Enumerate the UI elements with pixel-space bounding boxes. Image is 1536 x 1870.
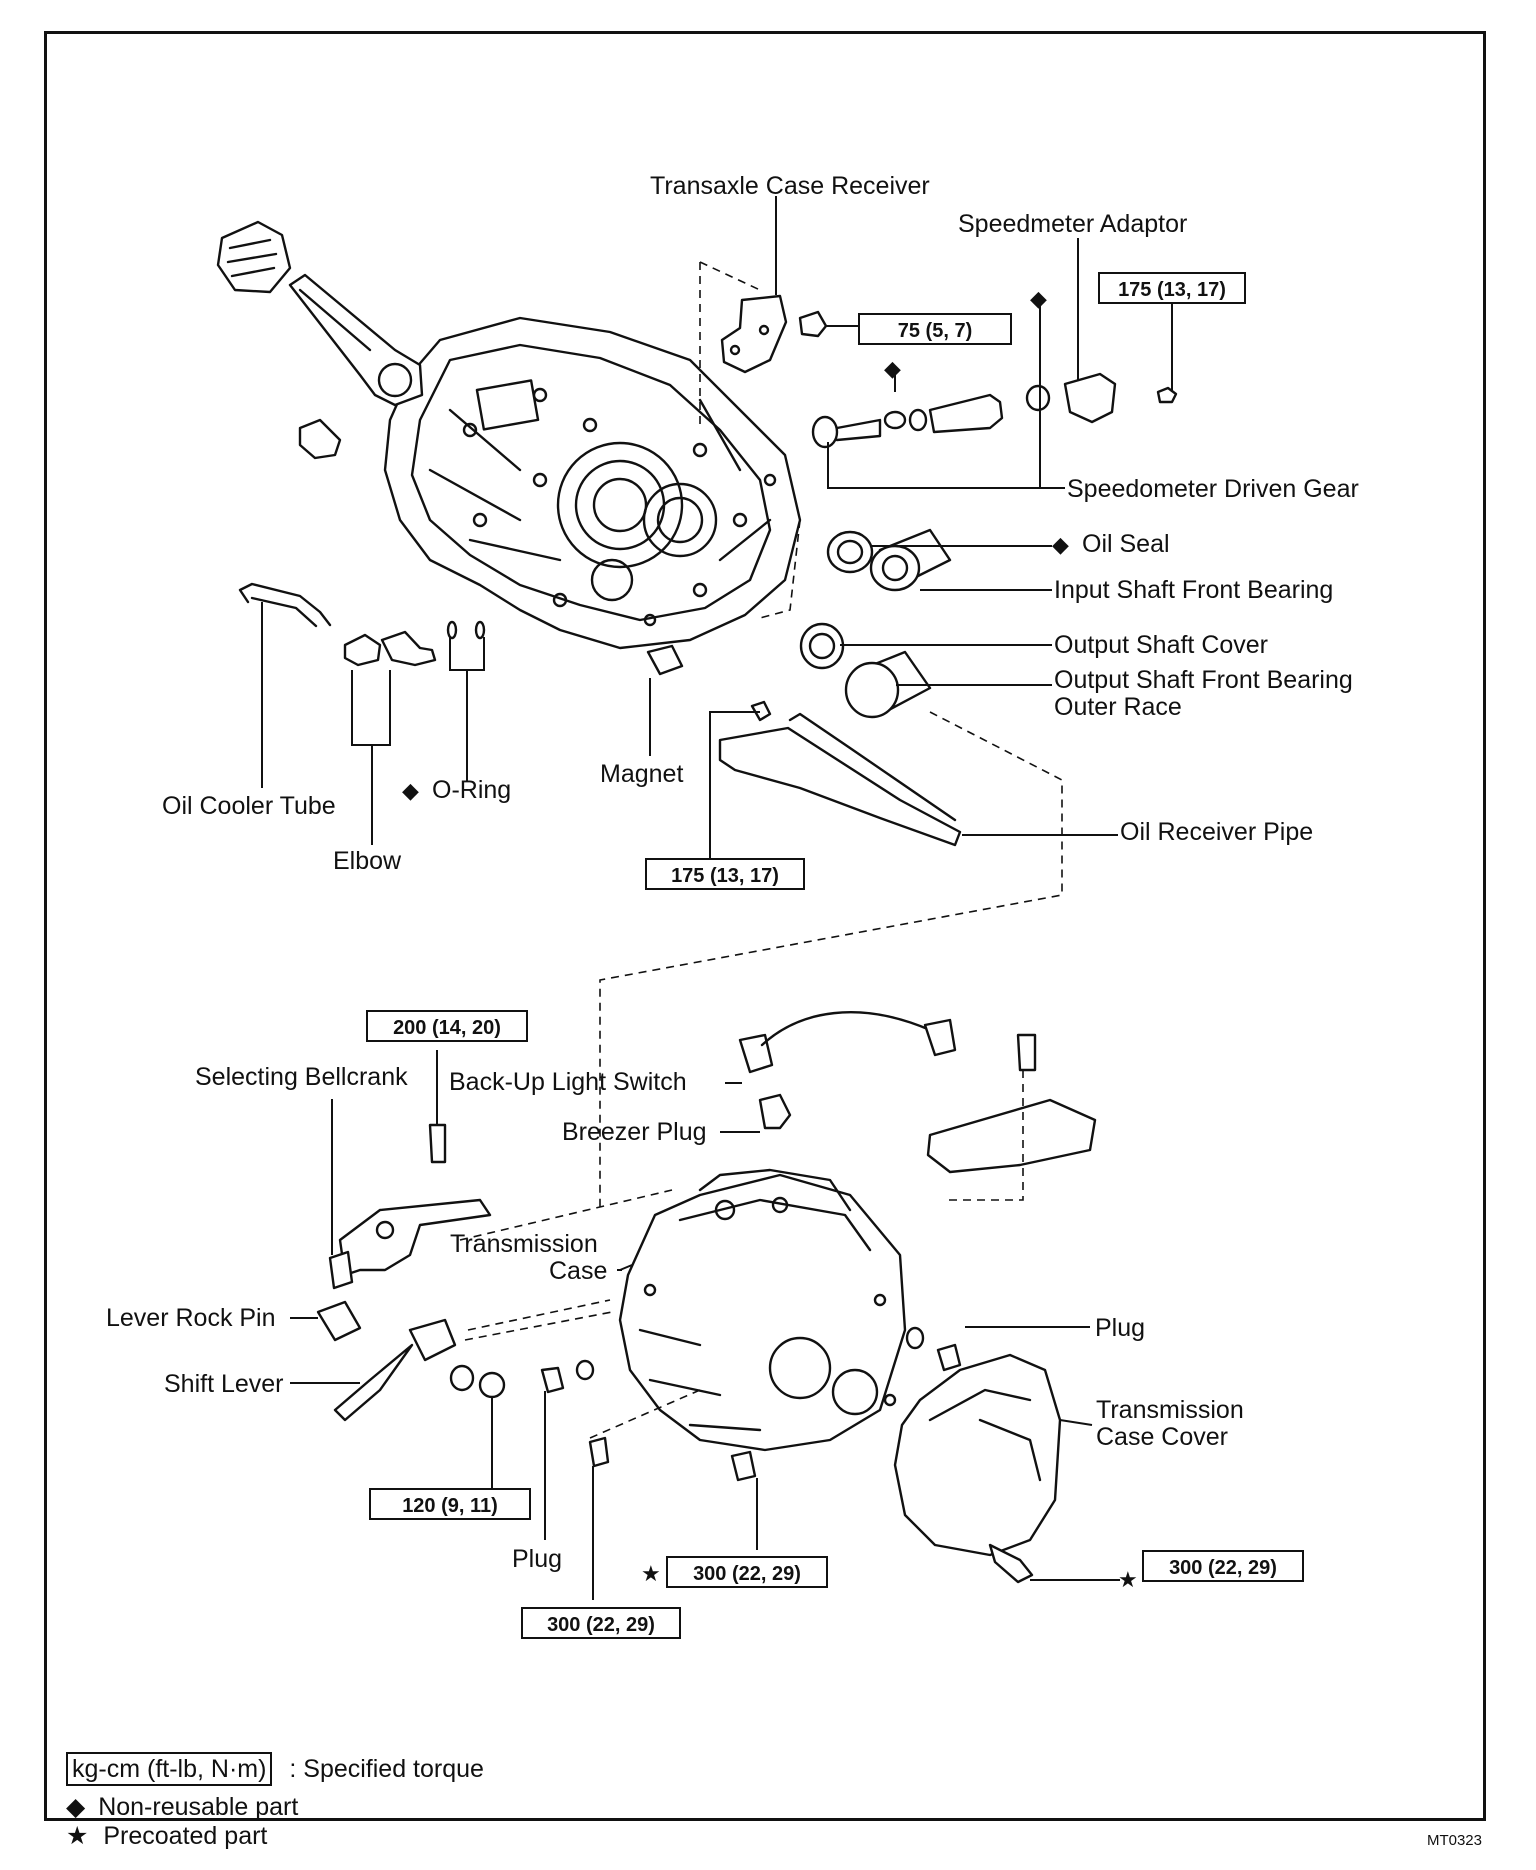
non-reusable-marker: ◆ — [1052, 532, 1069, 557]
leader-lines — [261, 196, 1173, 1600]
legend-non-reusable: ◆ Non-reusable part — [66, 1793, 298, 1821]
label-lever-rock-pin: Lever Rock Pin — [106, 1304, 276, 1332]
label-transmission-case-line2: Case — [549, 1257, 608, 1285]
label-o-ring: O-Ring — [432, 776, 512, 804]
legend-torque-desc: : Specified torque — [289, 1755, 484, 1783]
diagram-frame — [44, 31, 1486, 1821]
torque-shift-lever-nut: 120 (9, 11) — [369, 1488, 531, 1520]
torque-receiver-bolt: 75 (5, 7) — [858, 313, 1012, 345]
outer-race-drawing — [844, 650, 932, 719]
speedometer-parts-drawing — [811, 372, 1178, 449]
label-outer-race: Outer Race — [1054, 693, 1182, 721]
lever-rock-pin-drawing — [316, 1300, 362, 1342]
label-shift-lever: Shift Lever — [164, 1370, 284, 1398]
case-bolt-precoated-drawing — [730, 1450, 757, 1482]
precoated-marker: ★ — [641, 1561, 661, 1586]
figure-code: MT0323 — [1426, 1832, 1482, 1849]
transmission-case-drawing — [618, 1168, 907, 1452]
cover-bolt-drawing — [988, 1543, 1034, 1584]
legend-precoated: ★ Precoated part — [66, 1822, 267, 1850]
torque-case-bolt: 300 (22, 29) — [521, 1607, 681, 1639]
torque-case-bolt-precoated: 300 (22, 29) — [666, 1556, 828, 1588]
legend-precoated-symbol: ★ — [66, 1822, 89, 1850]
transaxle-case-receiver-drawing — [720, 294, 788, 374]
oil-cooler-tube-drawing — [238, 582, 332, 627]
case-bolt-drawing — [588, 1436, 610, 1468]
torque-adaptor-bolt: 175 (13, 17) — [1098, 272, 1246, 304]
bellcrank-bolt-drawing — [428, 1123, 447, 1164]
label-output-shaft-cover: Output Shaft Cover — [1054, 631, 1269, 659]
input-bearing-drawing — [869, 528, 952, 592]
plug-right-drawing — [936, 1343, 962, 1372]
magnet-drawing — [646, 644, 684, 676]
label-input-shaft-front-bearing: Input Shaft Front Bearing — [1054, 576, 1334, 604]
nut-drawing — [478, 1371, 506, 1399]
alignment-lines — [459, 261, 1063, 1439]
label-transaxle-case-receiver: Transaxle Case Receiver — [650, 172, 930, 200]
non-reusable-marker: ◆ — [402, 778, 419, 803]
label-speedometer-driven-gear: Speedometer Driven Gear — [1067, 475, 1359, 503]
legend-precoated-text: Precoated part — [103, 1822, 268, 1850]
back-up-light-switch-drawing — [738, 1011, 957, 1074]
label-transmission-case-cover-line2: Case Cover — [1096, 1423, 1228, 1451]
label-plug-bottom: Plug — [512, 1545, 563, 1573]
label-transmission-case-cover-line1: Transmission — [1096, 1396, 1244, 1424]
selecting-bellcrank-drawing — [328, 1198, 492, 1290]
shift-lever-drawing — [333, 1318, 457, 1422]
label-oil-seal: Oil Seal — [1082, 530, 1170, 558]
oil-seal-drawing — [826, 530, 874, 574]
label-oil-cooler-tube: Oil Cooler Tube — [162, 792, 336, 820]
non-reusable-marker: ◆ — [1030, 286, 1047, 311]
top-bolt-drawing — [1016, 1033, 1037, 1072]
label-plug-right: Plug — [1095, 1314, 1146, 1342]
stud-drawing — [298, 418, 342, 460]
washer-drawing — [449, 1364, 475, 1392]
label-output-shaft-front-bearing: Output Shaft Front Bearing — [1054, 666, 1353, 694]
torque-cover-bolt-precoated: 300 (22, 29) — [1142, 1550, 1304, 1582]
label-speedometer-adaptor: Speedmeter Adaptor — [958, 210, 1188, 238]
label-oil-receiver-pipe: Oil Receiver Pipe — [1120, 818, 1314, 846]
legend-torque: kg-cm (ft-lb, N·m) : Specified torque — [66, 1752, 484, 1786]
oil-receiver-pipe-drawing — [718, 700, 962, 847]
bracket-drawing — [926, 1098, 1097, 1174]
non-reusable-marker: ◆ — [884, 356, 901, 381]
o-ring-drawing — [446, 620, 458, 640]
label-back-up-light-switch: Back-Up Light Switch — [449, 1068, 687, 1096]
transaxle-housing-drawing — [383, 316, 802, 650]
torque-bellcrank-bolt: 200 (14, 20) — [366, 1010, 528, 1042]
legend-non-reusable-text: Non-reusable part — [98, 1793, 299, 1821]
plug-bottom-drawing — [540, 1366, 565, 1394]
breezer-plug-drawing — [758, 1093, 792, 1130]
label-magnet: Magnet — [600, 760, 684, 788]
label-breezer-plug: Breezer Plug — [562, 1118, 707, 1146]
transmission-case-cover-drawing — [893, 1353, 1062, 1557]
label-elbow: Elbow — [333, 847, 402, 875]
receiver-bolt-drawing — [798, 310, 828, 338]
output-shaft-cover-drawing — [799, 622, 845, 670]
label-transmission-case-line1: Transmission — [450, 1230, 598, 1258]
label-selecting-bellcrank: Selecting Bellcrank — [195, 1063, 408, 1091]
precoated-marker: ★ — [1118, 1567, 1138, 1592]
legend-non-reusable-symbol: ◆ — [66, 1793, 86, 1821]
elbow-drawing — [343, 630, 437, 667]
legend-torque-unit: kg-cm (ft-lb, N·m) — [66, 1752, 273, 1786]
release-fork-drawing — [216, 220, 424, 407]
torque-receiver-pipe-bolt: 175 (13, 17) — [645, 858, 805, 890]
